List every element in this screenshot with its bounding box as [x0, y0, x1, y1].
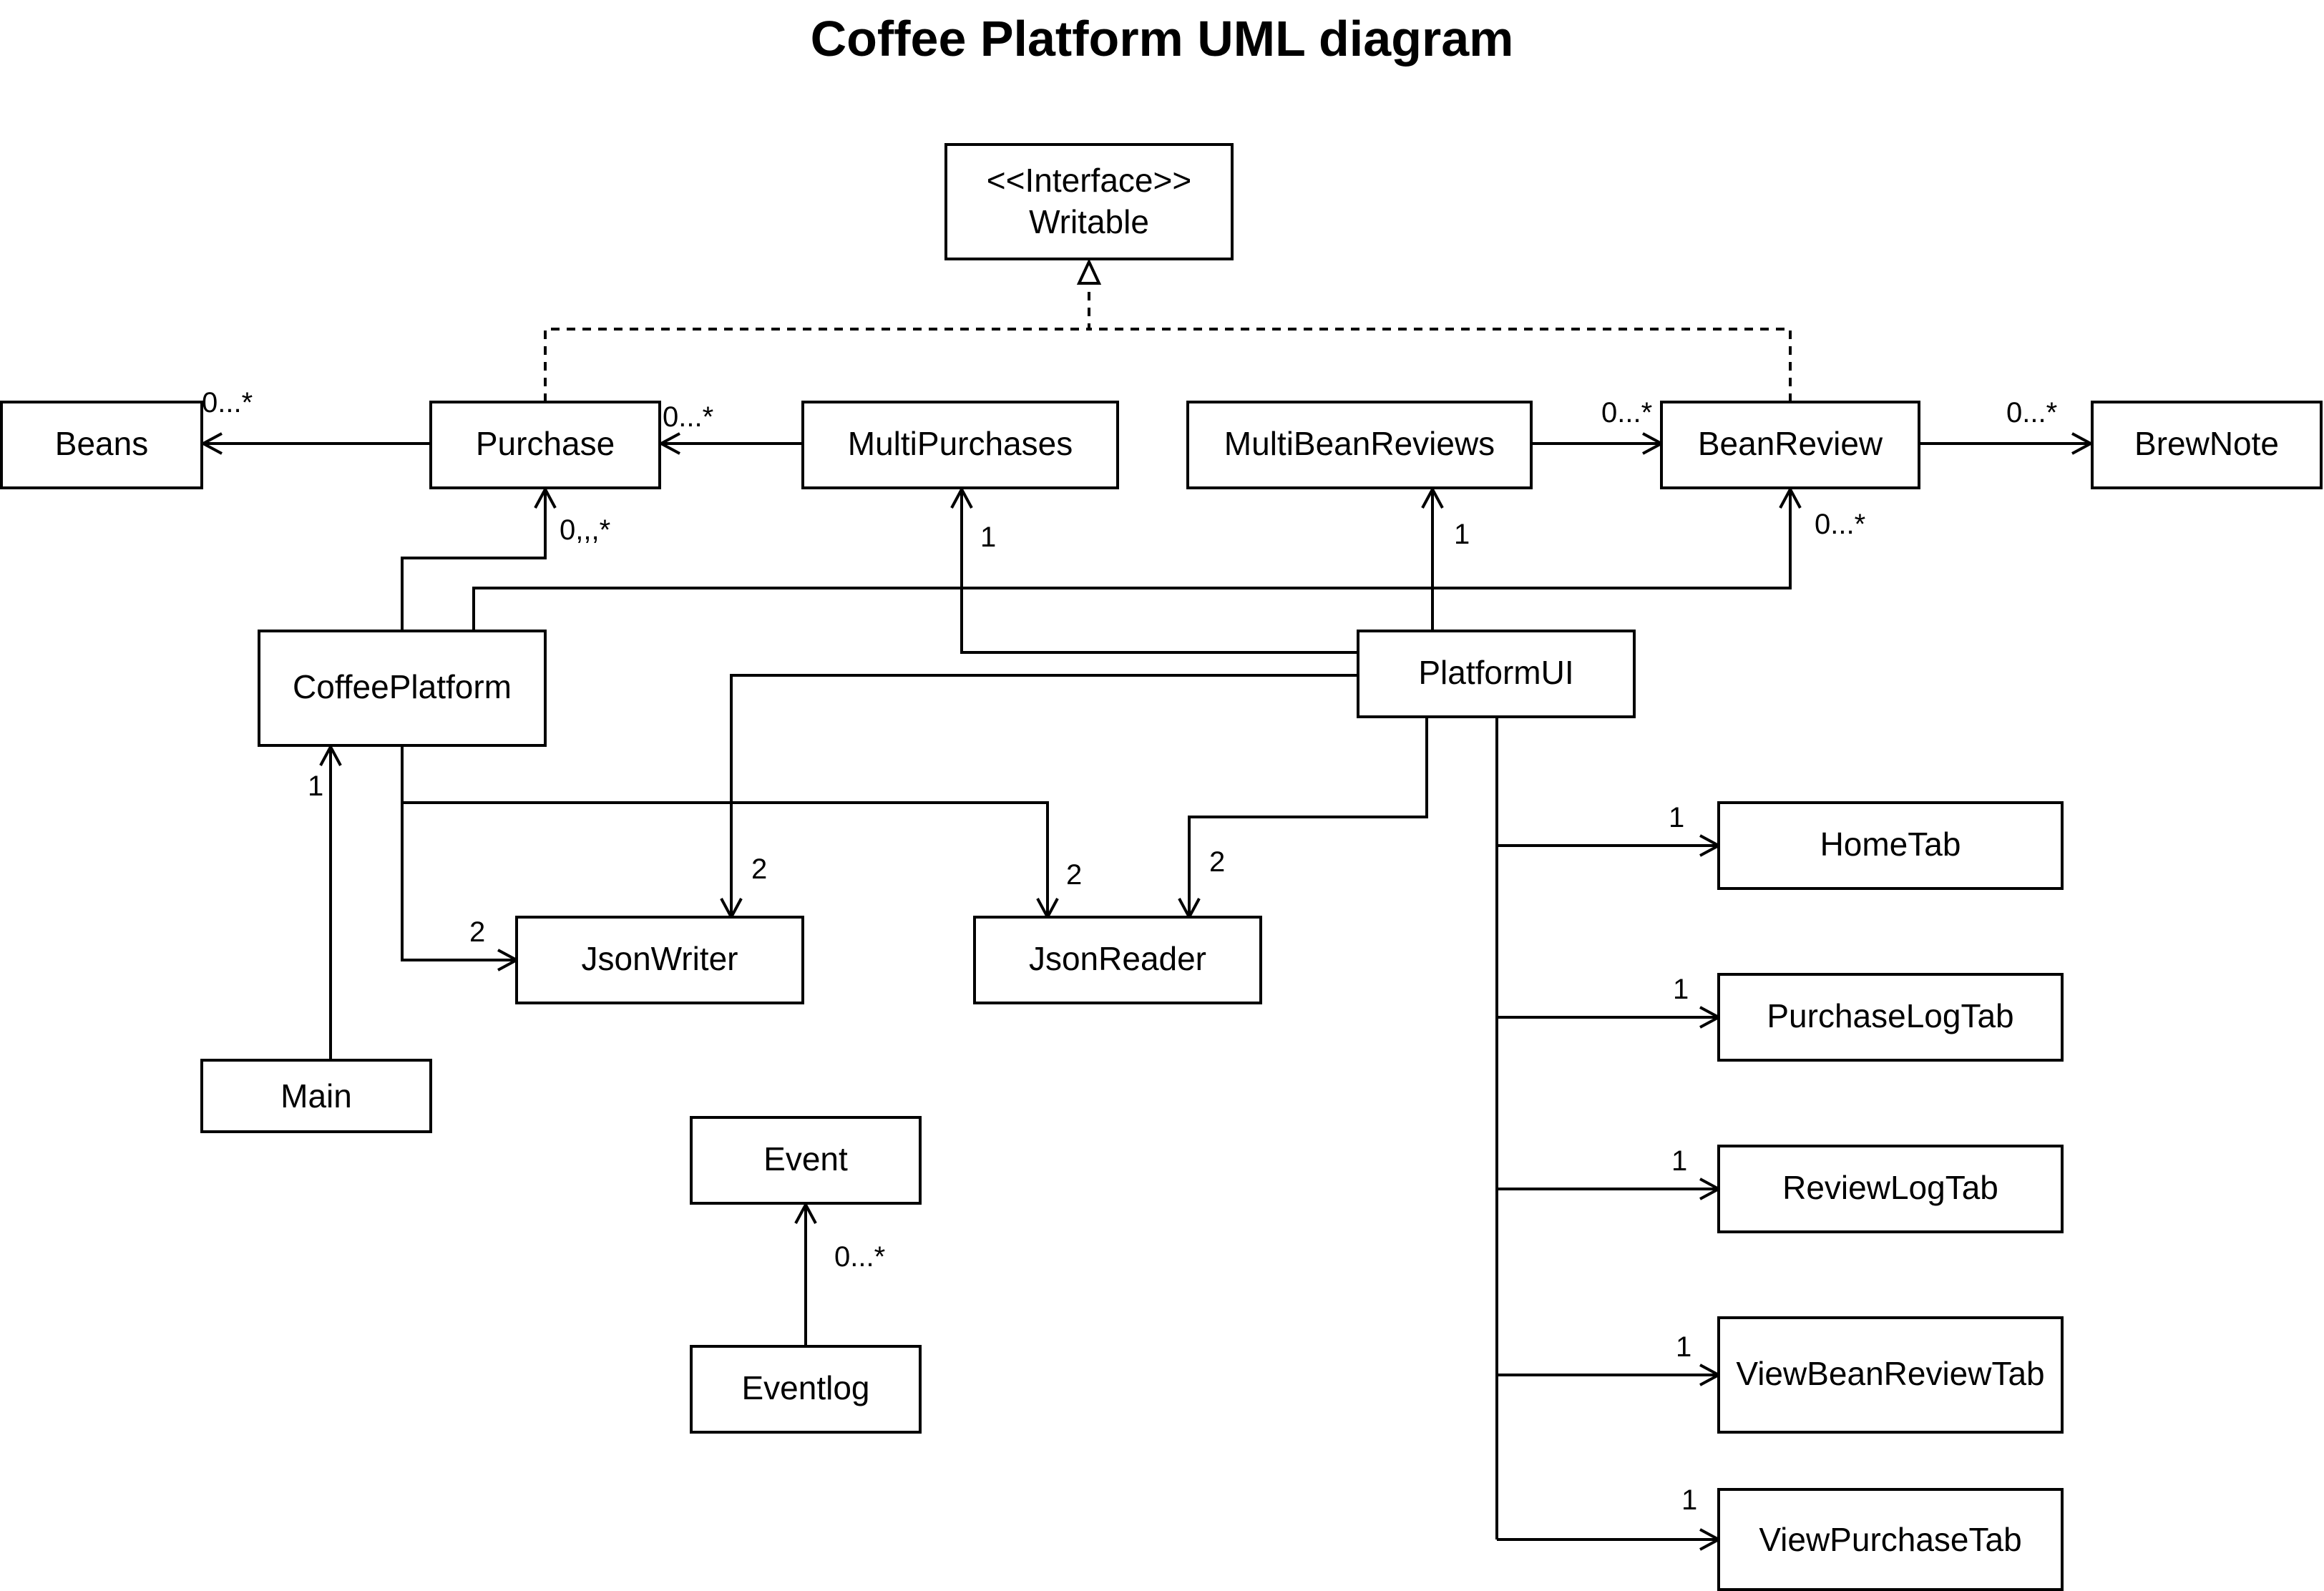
mult-platformui-purchaselogtab: 1 [1673, 974, 1689, 1005]
multipurchases-label: MultiPurchases [848, 425, 1073, 462]
edge-coffeeplatform-jsonwriter [401, 745, 520, 971]
mult-coffeeplatform-jsonwriter: 2 [469, 916, 485, 948]
mult-coffeeplatform-purchase: 0,,,* [560, 514, 610, 546]
class-eventlog[interactable]: Eventlog [690, 1345, 922, 1434]
realization-beanreview-writable [1089, 328, 1792, 402]
class-reviewlogtab[interactable]: ReviewLogTab [1717, 1145, 2064, 1233]
class-beans[interactable]: Beans [0, 401, 203, 489]
diagram-title: Coffee Platform UML diagram [811, 11, 1514, 67]
viewpurchasetab-label: ViewPurchaseTab [1759, 1521, 2021, 1558]
purchaselogtab-label: PurchaseLogTab [1767, 997, 2013, 1034]
beanreview-label: BeanReview [1698, 425, 1883, 462]
class-multipurchases[interactable]: MultiPurchases [801, 401, 1119, 489]
edge-platformui-reviewlogtab [1497, 1178, 1722, 1200]
mult-coffeeplatform-jsonreader: 2 [1066, 859, 1082, 891]
reviewlogtab-label: ReviewLogTab [1782, 1169, 1998, 1206]
edge-purchase-beans [200, 432, 431, 455]
edge-platformui-viewbeanreviewtab [1497, 1364, 1722, 1386]
class-event[interactable]: Event [690, 1116, 922, 1205]
class-purchaselogtab[interactable]: PurchaseLogTab [1717, 973, 2064, 1062]
edge-platformui-multibeanreviews [1421, 486, 1444, 631]
mult-platformui-hometab: 1 [1669, 802, 1684, 833]
brewnote-label: BrewNote [2134, 425, 2279, 462]
edge-platformui-jsonreader [1178, 717, 1428, 921]
platformui-label: PlatformUI [1418, 654, 1573, 691]
mult-platformui-viewbeanreviewtab: 1 [1676, 1331, 1691, 1363]
edge-platformui-hometab [1497, 834, 1722, 857]
mult-eventlog-event: 0...* [834, 1241, 885, 1273]
mult-main-coffeeplatform: 1 [308, 770, 323, 802]
class-writable[interactable]: <<Interface>> Writable [944, 143, 1234, 260]
edge-coffeeplatform-purchase [401, 486, 557, 631]
class-beanreview[interactable]: BeanReview [1660, 401, 1920, 489]
edge-coffeeplatform-beanreview [472, 486, 1802, 631]
class-main[interactable]: Main [200, 1059, 432, 1133]
beans-label: Beans [55, 425, 148, 462]
class-purchase[interactable]: Purchase [429, 401, 661, 489]
event-label: Event [763, 1140, 848, 1178]
coffeeplatform-label: CoffeePlatform [293, 668, 512, 705]
edge-multibeanreviews-beanreview [1531, 432, 1665, 455]
writable-name: Writable [1029, 203, 1149, 240]
main-label: Main [280, 1077, 352, 1115]
jsonwriter-label: JsonWriter [582, 940, 738, 977]
realization-purchase-writable [544, 279, 1090, 402]
multibeanreviews-label: MultiBeanReviews [1224, 425, 1495, 462]
jsonreader-label: JsonReader [1029, 940, 1206, 977]
edge-beanreview-brewnote [1920, 432, 2094, 455]
mult-platformui-viewpurchasetab: 1 [1681, 1484, 1697, 1516]
purchase-label: Purchase [476, 425, 615, 462]
mult-platformui-jsonwriter: 2 [751, 853, 767, 885]
eventlog-label: Eventlog [741, 1369, 869, 1406]
class-platformui[interactable]: PlatformUI [1357, 630, 1636, 718]
realization-triangle-head [1076, 258, 1102, 285]
class-brewnote[interactable]: BrewNote [2091, 401, 2323, 489]
mult-coffeeplatform-beanreview: 0...* [1815, 509, 1865, 540]
mult-purchase-beans: 0...* [202, 387, 253, 418]
mult-multipurchases-purchase: 0...* [663, 401, 713, 433]
edge-eventlog-event [794, 1201, 817, 1346]
mult-platformui-reviewlogtab: 1 [1671, 1145, 1687, 1177]
class-viewpurchasetab[interactable]: ViewPurchaseTab [1717, 1488, 2064, 1591]
edge-platformui-viewpurchasetab [1497, 1528, 1722, 1551]
class-jsonreader[interactable]: JsonReader [973, 916, 1262, 1004]
mult-platformui-jsonreader: 2 [1209, 846, 1225, 878]
mult-platformui-multipurchases: 1 [980, 522, 996, 553]
class-multibeanreviews[interactable]: MultiBeanReviews [1186, 401, 1533, 489]
class-viewbeanreviewtab[interactable]: ViewBeanReviewTab [1717, 1316, 2064, 1434]
viewbeanreviewtab-label: ViewBeanReviewTab [1736, 1355, 2044, 1392]
writable-stereotype: <<Interface>> [987, 162, 1191, 199]
edge-platformui-multipurchases [950, 486, 1358, 654]
class-jsonwriter[interactable]: JsonWriter [515, 916, 804, 1004]
mult-platformui-multibeanreviews: 1 [1454, 519, 1470, 550]
mult-beanreview-brewnote: 0...* [2006, 397, 2057, 429]
edge-platformui-purchaselogtab [1497, 1006, 1722, 1029]
hometab-label: HomeTab [1820, 826, 1961, 863]
class-coffeeplatform[interactable]: CoffeePlatform [258, 630, 547, 747]
class-hometab[interactable]: HomeTab [1717, 801, 2064, 890]
edge-platformui-jsonwriter [720, 674, 1358, 921]
edge-multipurchases-purchase [658, 432, 803, 455]
mult-multibeanreviews-beanreview: 0...* [1601, 397, 1652, 429]
